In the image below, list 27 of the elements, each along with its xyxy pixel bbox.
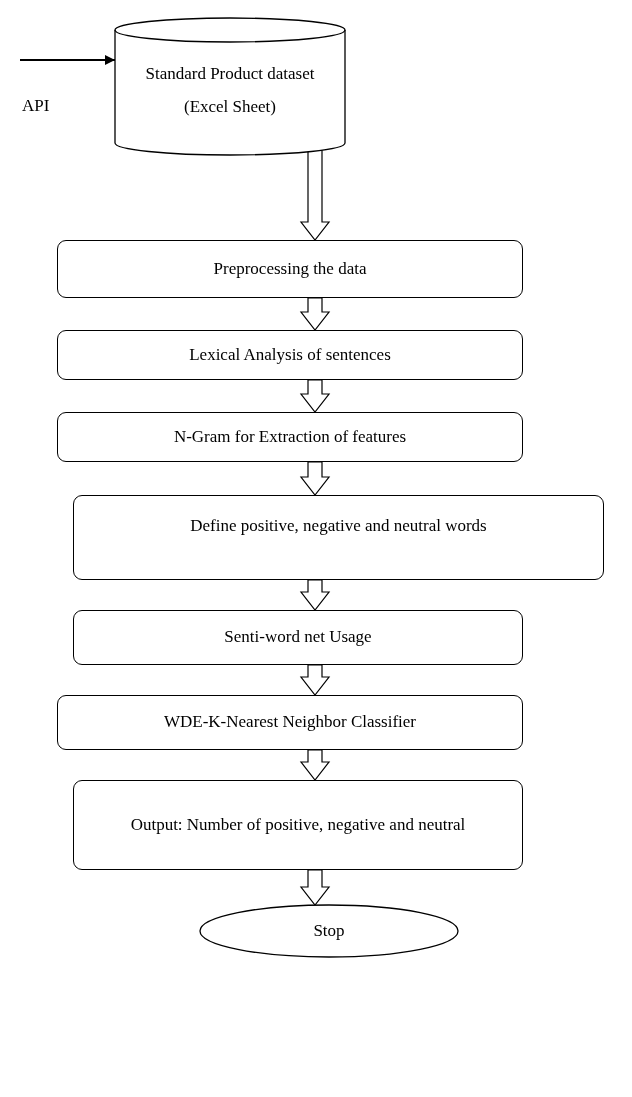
step-text: Stop (313, 919, 345, 942)
process-box (73, 495, 604, 580)
hollow-arrow (299, 297, 331, 331)
step-text: Output: Number of positive, negative and neutral (130, 813, 466, 836)
process-box (57, 240, 523, 298)
hollow-arrow (299, 869, 331, 906)
process-box (57, 412, 523, 462)
process-box (57, 330, 523, 380)
step-text: Define positive, negative and neutral words (190, 515, 487, 538)
database-cylinder (115, 18, 345, 155)
step-text: Preprocessing the data (213, 257, 367, 280)
hollow-arrow (299, 664, 331, 696)
arrow (19, 55, 116, 65)
step-text: Lexical Analysis of sentences (189, 343, 391, 366)
step-text: WDE-K-Nearest Neighbor Classifier (163, 711, 417, 734)
process-box (73, 610, 523, 665)
step-text: Senti-word net Usage (224, 626, 372, 649)
hollow-arrow (299, 461, 331, 496)
step-text: N-Gram for Extraction of features (173, 425, 407, 448)
process-box (73, 780, 523, 870)
hollow-arrow (299, 149, 331, 241)
step-text: Standard Product dataset (Excel Sheet) (144, 63, 316, 118)
terminal-ellipse (200, 905, 458, 957)
process-box (57, 695, 523, 750)
hollow-arrow (299, 379, 331, 413)
hollow-arrow (299, 749, 331, 781)
hollow-arrow (299, 579, 331, 611)
